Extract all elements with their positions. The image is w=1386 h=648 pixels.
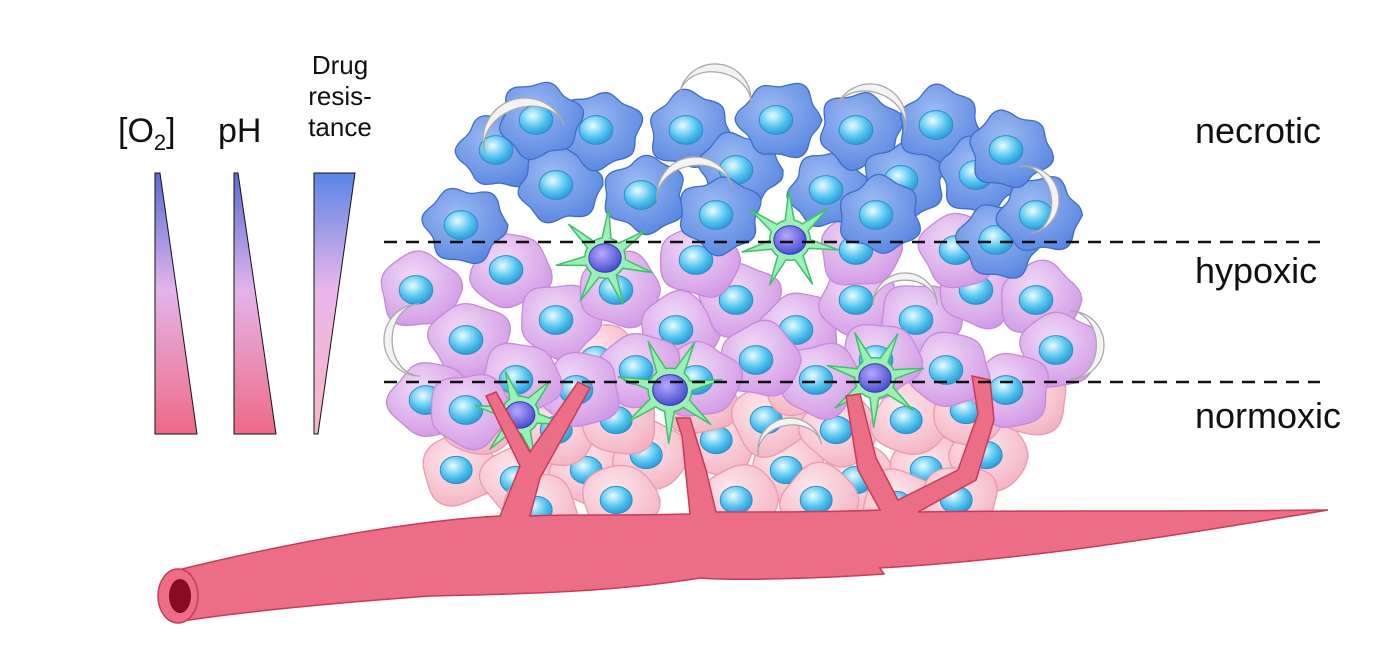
nucleus	[578, 115, 614, 145]
hypoxic-cell	[380, 250, 463, 327]
necrotic-cell	[839, 173, 921, 254]
nucleus	[448, 395, 484, 425]
necrotic-cell	[679, 176, 762, 257]
oxygen-gradient-wedge	[154, 172, 198, 435]
nucleus	[858, 200, 894, 230]
nucleus	[538, 305, 574, 335]
nucleus	[808, 175, 844, 205]
dead-cell	[1018, 165, 1060, 235]
drug-resistance-line-3: tance	[308, 112, 372, 142]
nucleus	[439, 455, 473, 485]
nucleus	[698, 200, 734, 230]
nucleus	[889, 405, 923, 435]
macrophage	[741, 189, 840, 286]
nucleus	[838, 115, 874, 145]
nucleus	[443, 210, 479, 240]
drug-resistance-gradient-wedge	[313, 172, 356, 435]
nucleus	[623, 180, 659, 210]
nucleus	[819, 415, 853, 445]
necrotic-cell	[819, 91, 904, 171]
necrotic-cell	[517, 146, 604, 224]
nucleus	[918, 110, 954, 140]
drug-resistance-line-1: Drug	[311, 50, 369, 80]
dead-cell-layer	[383, 63, 1105, 456]
nucleus	[678, 245, 714, 275]
vessel-trunk	[175, 375, 1329, 623]
nucleus	[1038, 335, 1074, 365]
necrotic-cell	[421, 187, 509, 265]
macrophage-nucleus	[773, 225, 807, 255]
dead-cell-shape	[872, 272, 938, 306]
dead-cell	[383, 303, 421, 377]
macrophage-nucleus	[652, 374, 688, 406]
oxygen-label: [O2]	[118, 112, 176, 156]
blood-vessel	[157, 375, 1329, 624]
necrotic-cell	[969, 109, 1055, 189]
nucleus	[799, 485, 833, 515]
macrophage	[555, 207, 653, 305]
nucleus	[398, 275, 434, 305]
dead-cell-shape	[1069, 310, 1105, 380]
oxygen-label-subscript: 2	[153, 129, 167, 155]
nucleus	[798, 365, 834, 395]
nucleus	[538, 170, 574, 200]
dead-cell-shape	[1018, 165, 1060, 235]
nucleus	[668, 115, 704, 145]
necrotic-zone-label: necrotic	[1195, 110, 1322, 151]
nucleus	[599, 485, 633, 515]
nucleus	[488, 255, 524, 285]
macrophage	[826, 332, 925, 429]
nucleus	[658, 315, 694, 345]
dead-cell	[872, 272, 938, 306]
vessel-lumen	[169, 579, 191, 613]
nucleus	[478, 135, 514, 165]
nucleus	[1018, 285, 1054, 315]
nucleus	[718, 285, 754, 315]
necrotic-cell-layer	[421, 81, 1084, 279]
ph-gradient-wedge	[233, 172, 277, 435]
oxygen-label-main: [O	[118, 112, 154, 150]
nucleus	[898, 305, 934, 335]
hypoxic-cell	[907, 331, 991, 408]
oxygen-label-end: ]	[166, 112, 176, 150]
necrotic-cell	[734, 82, 823, 159]
drug-resistance-label: Drug resis- tance	[297, 50, 383, 143]
dead-cell-shape	[656, 156, 734, 202]
nucleus	[928, 355, 964, 385]
nucleus	[738, 345, 774, 375]
dead-cell	[656, 156, 734, 202]
ph-label: pH	[218, 112, 262, 150]
macrophage-layer	[474, 189, 925, 459]
nucleus	[988, 135, 1024, 165]
hypoxic-zone-label: hypoxic	[1195, 250, 1318, 291]
necrotic-cell	[995, 176, 1084, 252]
drug-resistance-line-2: resis-	[308, 81, 372, 111]
nucleus	[719, 485, 753, 515]
macrophage-nucleus	[858, 363, 892, 393]
hypoxic-cell	[469, 232, 553, 309]
nucleus	[448, 325, 484, 355]
dead-cell-shape	[383, 303, 421, 377]
normoxic-zone-label: normoxic	[1195, 395, 1342, 436]
nucleus	[758, 105, 794, 135]
dead-cell	[1069, 310, 1105, 380]
nucleus	[518, 105, 554, 135]
nucleus	[838, 285, 874, 315]
nucleus	[988, 375, 1024, 405]
macrophage-nucleus	[588, 243, 622, 273]
